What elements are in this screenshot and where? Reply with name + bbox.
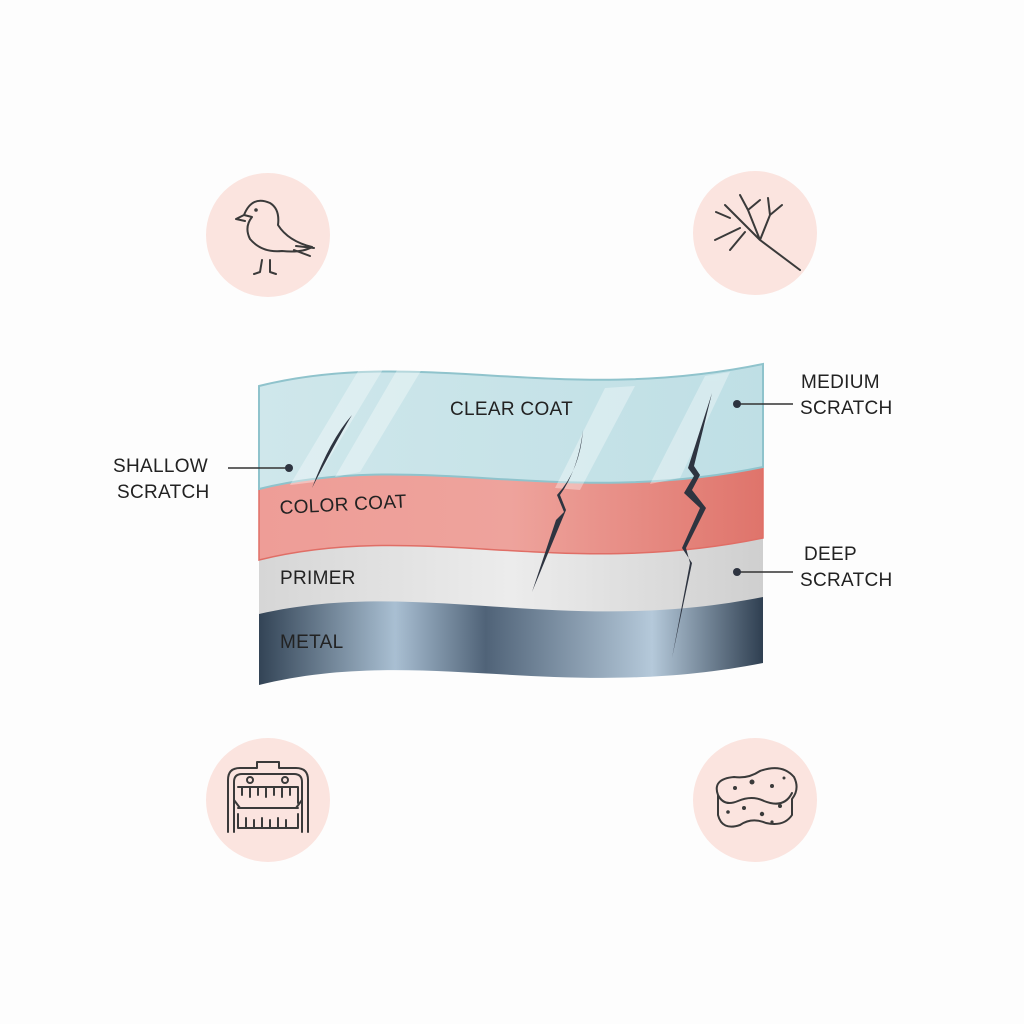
shallow-scratch-callout: SHALLOW SCRATCH: [113, 456, 293, 503]
deep-scratch-callout: DEEP SCRATCH: [733, 544, 893, 591]
svg-text:SHALLOW: SHALLOW: [113, 456, 208, 477]
metal-label: METAL: [280, 632, 343, 653]
svg-text:SCRATCH: SCRATCH: [800, 570, 893, 591]
primer-layer: [259, 536, 763, 614]
clear-coat-label: CLEAR COAT: [450, 399, 573, 420]
metal-layer: [259, 592, 763, 685]
svg-text:MEDIUM: MEDIUM: [801, 372, 880, 393]
bird-icon: [206, 173, 330, 297]
sponge-icon: [693, 738, 817, 862]
primer-label: PRIMER: [280, 568, 356, 589]
car-wash-brush-icon: [206, 738, 330, 862]
svg-text:SCRATCH: SCRATCH: [800, 398, 893, 419]
clear-coat-layer: [258, 362, 764, 491]
tree-branch-icon: [693, 171, 817, 295]
svg-text:SCRATCH: SCRATCH: [117, 482, 210, 503]
svg-text:DEEP: DEEP: [804, 544, 857, 565]
medium-scratch-callout: MEDIUM SCRATCH: [733, 372, 893, 419]
